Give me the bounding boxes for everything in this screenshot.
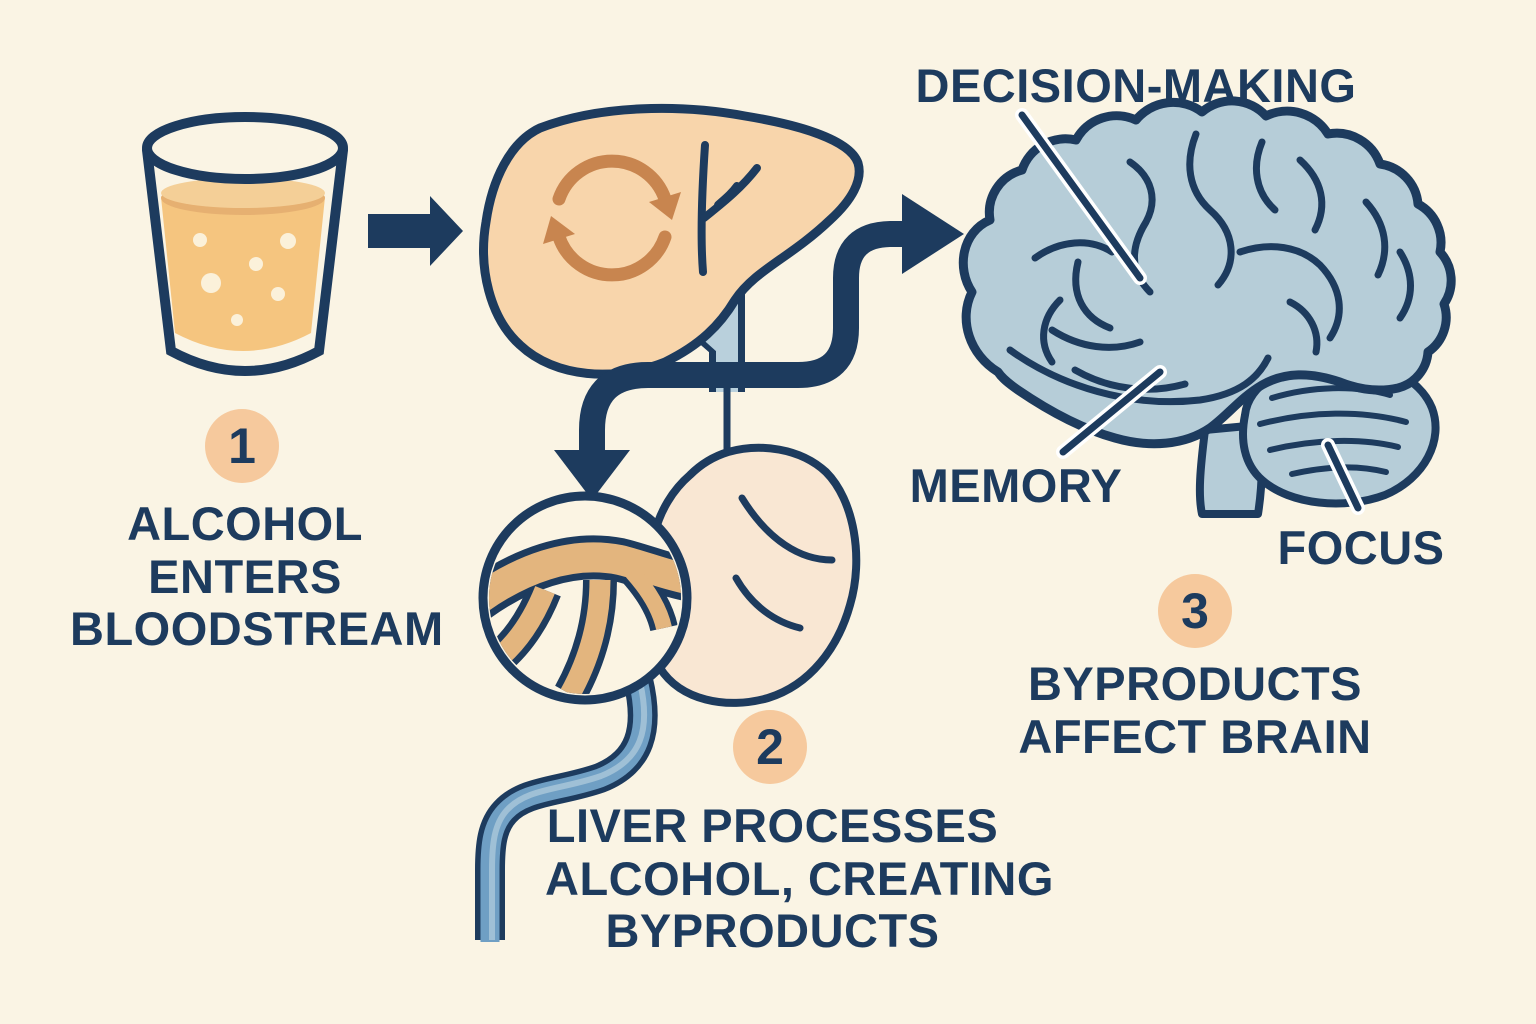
- liver-icon: [479, 103, 864, 379]
- arrow-right-icon: [368, 196, 463, 266]
- blood-vessel-magnifier-icon: [478, 491, 692, 705]
- step-3-badge: 3: [1158, 574, 1232, 648]
- step-1-line-3: BLOODSTREAM: [70, 602, 444, 656]
- step-2-number: 2: [756, 719, 784, 775]
- step-1-badge: 1: [205, 409, 279, 483]
- split-arrow-right-icon: [902, 194, 964, 274]
- step-3-line-1: BYPRODUCTS: [1027, 657, 1363, 710]
- brain-icon: [958, 96, 1456, 518]
- step-1-line-1: ALCOHOL: [127, 497, 363, 550]
- drink-glass-icon: [142, 112, 348, 376]
- step-1-number: 1: [228, 418, 256, 474]
- bubbles: [193, 233, 296, 326]
- step-1-line-2: ENTERS: [148, 549, 342, 603]
- decision-making-pointer: [1018, 111, 1144, 282]
- memory-label: MEMORY: [909, 459, 1123, 512]
- cerebrum: [958, 96, 1456, 449]
- split-arrow-down-icon: [554, 450, 630, 500]
- step-1-label: ALCOHOL ENTERS BLOODSTREAM: [70, 497, 444, 656]
- step-2-badge: 2: [733, 710, 807, 784]
- step-3-number: 3: [1181, 583, 1209, 639]
- decision-making-label: DECISION-MAKING: [915, 59, 1357, 112]
- step-2-label: LIVER PROCESSES ALCOHOL, CREATING BYPROD…: [545, 799, 1054, 958]
- metabolism-cycle-icon: [543, 154, 681, 282]
- stomach-icon: [646, 443, 861, 707]
- split-arrow-path: [554, 194, 964, 500]
- step-3-label: BYPRODUCTS AFFECT BRAIN: [1000, 657, 1390, 763]
- step-2-line-1: LIVER PROCESSES: [546, 799, 999, 852]
- liver-vessel-lines: [697, 141, 761, 276]
- focus-pointer: [1324, 441, 1362, 512]
- focus-label: FOCUS: [1277, 521, 1445, 574]
- memory-pointer: [1059, 368, 1164, 456]
- cerebellum: [1239, 355, 1440, 508]
- vein-tube: [475, 676, 658, 942]
- step-2-line-2: ALCOHOL, CREATING: [545, 851, 1054, 905]
- step-2-line-3: BYPRODUCTS: [605, 904, 940, 958]
- step-3-line-2: AFFECT BRAIN: [1018, 709, 1372, 763]
- label-pointers: [1015, 108, 1365, 515]
